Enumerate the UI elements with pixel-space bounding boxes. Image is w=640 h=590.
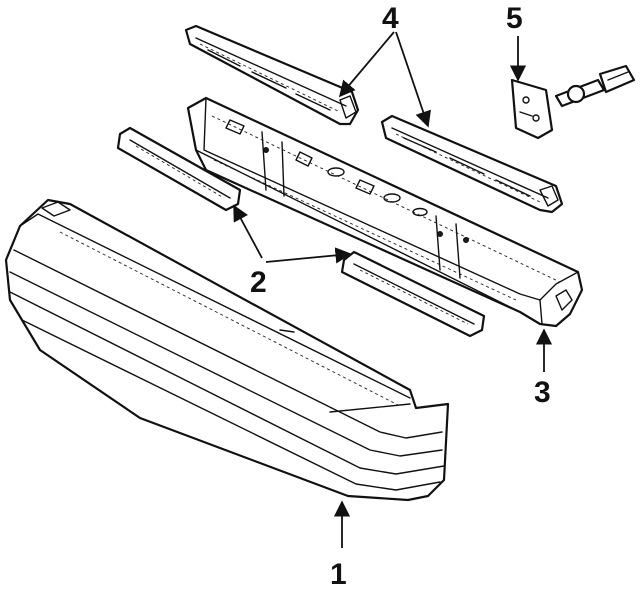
part-4-left-bracket: [184, 24, 360, 126]
leader-2a: [233, 204, 263, 259]
part-5-mounting-bracket-bolt: [510, 64, 636, 140]
callout-2: 2: [250, 266, 267, 299]
part-1-bumper-cover: [4, 198, 450, 502]
part-4-right-bracket: [380, 114, 564, 214]
callout-5: 5: [506, 2, 523, 35]
callout-4: 4: [382, 2, 399, 35]
leader-4a: [338, 31, 395, 98]
part-3-reinforcement-beam: [186, 96, 584, 328]
part-2-left-strip: [116, 126, 242, 212]
leader-2b: [265, 247, 352, 264]
callout-1: 1: [330, 558, 347, 590]
leader-lines: [233, 31, 553, 548]
leader-4b: [395, 31, 431, 128]
callout-3: 3: [534, 376, 551, 409]
part-2-right-strip: [340, 250, 486, 338]
